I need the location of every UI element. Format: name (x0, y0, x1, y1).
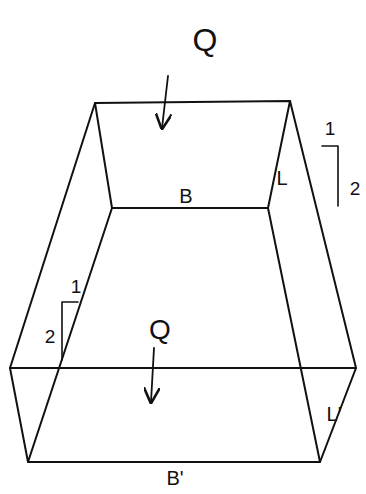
bottom-face (10, 368, 356, 462)
slope-number: 1 (325, 119, 336, 138)
dimension-label: B (179, 186, 192, 206)
load-arrow (162, 76, 168, 128)
slope-mark (322, 146, 338, 206)
load-symbol: Q (149, 316, 171, 344)
slope-mark (62, 302, 78, 360)
slope-number: 1 (71, 277, 82, 296)
slope-number: 2 (350, 179, 361, 198)
left-edge (10, 103, 95, 368)
right-edge (290, 101, 356, 368)
top-face (95, 101, 290, 208)
dimension-label: B' (166, 468, 183, 488)
front-right-edge (268, 208, 320, 462)
load-arrow (151, 348, 154, 402)
slope-number: 2 (45, 327, 56, 346)
front-left-edge (28, 208, 112, 462)
bottom-back-edge (10, 367, 356, 369)
dimension-label: L (276, 168, 287, 188)
dimension-label: L' (327, 404, 342, 424)
load-symbol: Q (193, 24, 218, 56)
